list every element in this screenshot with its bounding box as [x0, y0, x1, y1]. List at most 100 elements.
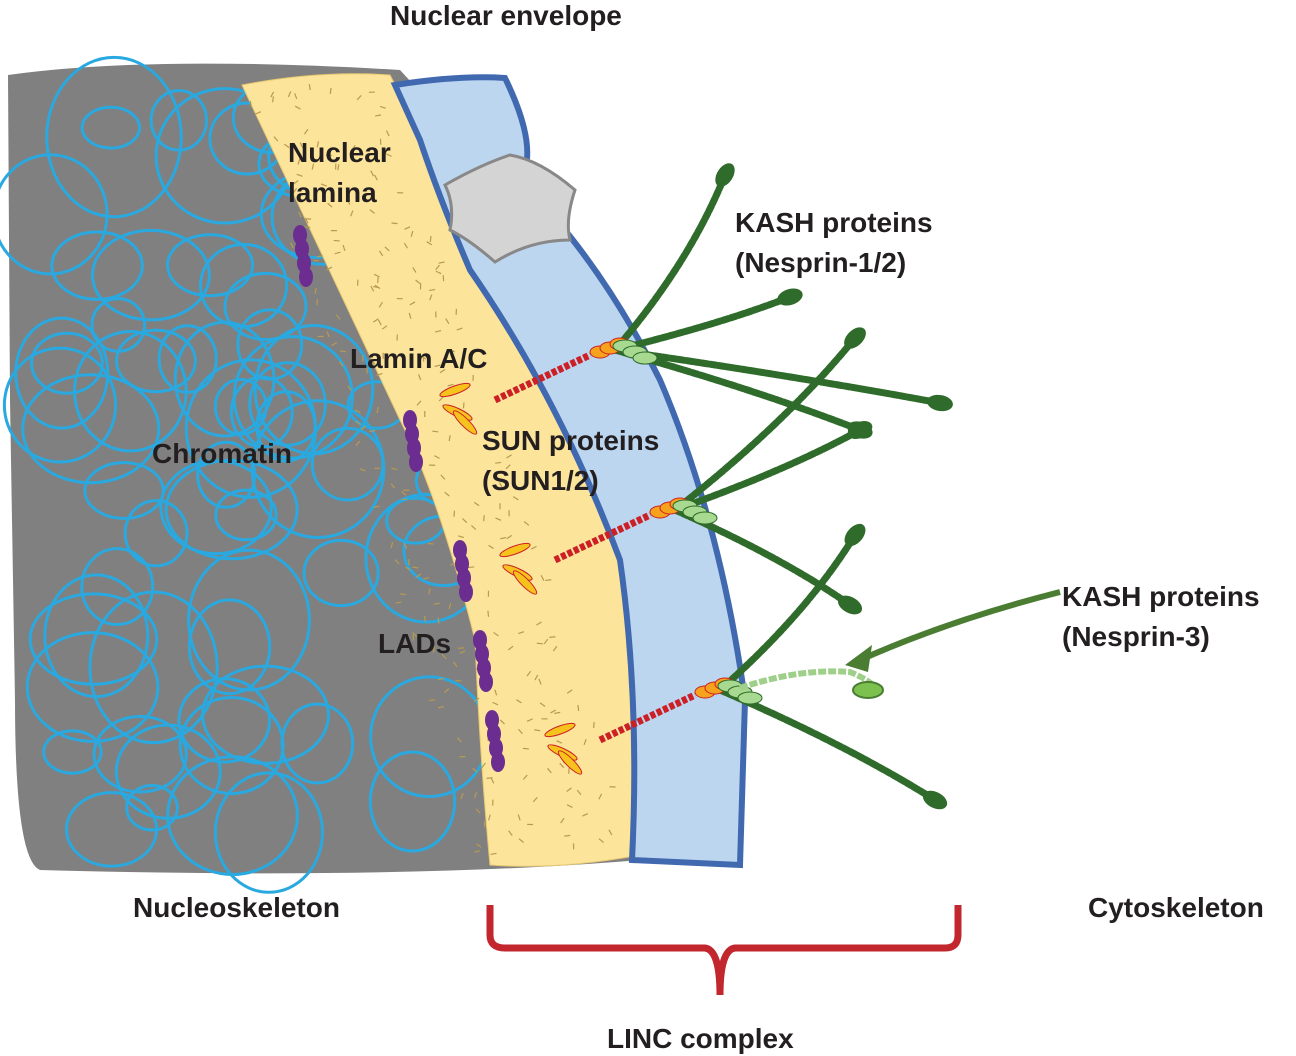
nesprin3-arrow — [858, 589, 1061, 663]
lamina-fiber — [400, 491, 407, 496]
chromatin-loop — [184, 358, 318, 499]
lamina-fiber — [487, 610, 490, 617]
label-sun-proteins-2: (SUN1/2) — [482, 465, 599, 496]
label-chromatin: Chromatin — [152, 438, 292, 469]
lamina-fiber — [534, 674, 539, 681]
chromatin-loop — [199, 242, 289, 329]
lamina-fiber — [339, 350, 347, 353]
kash-domain — [632, 351, 658, 365]
chromatin-loop — [123, 499, 189, 568]
lamina-fiber — [505, 464, 511, 470]
lamina-fiber — [440, 474, 446, 480]
lamina-fiber — [538, 678, 542, 685]
lamina-fiber — [316, 255, 323, 258]
lamina-fiber — [598, 838, 604, 844]
lamina-fiber — [320, 183, 327, 187]
chromatin-loop — [187, 598, 272, 696]
lamina-fiber — [506, 454, 512, 459]
lamina-fiber — [452, 661, 458, 668]
chromatin-loop — [42, 729, 103, 775]
kash-filament — [611, 293, 794, 354]
lamina-fiber — [435, 270, 442, 275]
lamina-fiber — [337, 164, 340, 171]
lamina-fiber — [347, 385, 353, 391]
nuclear-pore-complex — [443, 153, 577, 264]
lamina-fiber — [483, 515, 485, 522]
label-nucleoskeleton: Nucleoskeleton — [133, 892, 340, 923]
lamina-fiber — [311, 163, 315, 170]
lamina-fiber — [608, 829, 613, 836]
lamina-fiber — [273, 136, 279, 142]
label-nuclear-lamina-2: lamina — [288, 177, 377, 208]
lamina-fiber — [543, 638, 549, 645]
lamina-fiber — [429, 294, 433, 301]
kash-filament — [671, 334, 859, 514]
lamina-fiber — [566, 787, 572, 792]
lad-segment — [299, 267, 313, 287]
lamina-fiber — [459, 650, 466, 654]
lamina-fiber — [270, 91, 275, 98]
chromatin-loop — [125, 783, 179, 832]
lamina-fiber — [526, 670, 532, 677]
chromatin-loop — [21, 373, 161, 485]
lamina-fiber — [359, 468, 366, 472]
lamina-fiber — [297, 158, 301, 165]
lamina-fiber — [385, 153, 392, 157]
lamina-fiber — [391, 467, 398, 471]
lamina-fiber — [384, 246, 390, 252]
lamina-fiber — [355, 420, 361, 426]
lamina-fiber — [355, 440, 361, 447]
lamina-fiber — [432, 430, 439, 433]
kash-filament — [716, 686, 939, 804]
lamina-fiber — [495, 461, 502, 464]
lamina-fiber — [303, 128, 309, 135]
lamina-fiber — [394, 559, 400, 565]
lamina-fiber — [372, 318, 379, 323]
lamina-fiber — [490, 852, 497, 856]
lamina-fiber — [536, 642, 543, 645]
lamina-fiber — [507, 645, 514, 651]
lamina-fiber — [441, 653, 447, 660]
lamin-ac-fiber — [512, 570, 538, 595]
lamina-fiber — [556, 740, 563, 744]
sun-protein-stalk — [493, 351, 592, 404]
chromatin-loop — [83, 461, 165, 520]
lamina-fiber — [334, 251, 341, 255]
lamina-fiber — [566, 689, 573, 694]
chromatin-loop — [213, 771, 325, 894]
linc-bracket — [486, 905, 962, 996]
lamina-fiber — [375, 114, 382, 117]
chromatin-loop — [50, 230, 144, 301]
lamina-fiber — [508, 830, 513, 836]
lamina-fiber — [403, 542, 408, 549]
lamina-fiber — [290, 242, 294, 249]
lamina-fiber — [338, 361, 344, 367]
lamina-fiber — [304, 226, 311, 229]
lamina-fiber — [437, 705, 445, 709]
chromatin-loop — [229, 375, 294, 449]
chromatin-loop — [368, 750, 457, 853]
sun-protein-stalk — [598, 691, 697, 744]
lamina-fiber — [518, 631, 525, 635]
lamina-fiber — [530, 545, 537, 550]
lamina-fiber — [498, 482, 503, 489]
lamina-fiber — [499, 719, 505, 725]
lamina-fiber — [506, 534, 513, 540]
label-kash-nesprin3: KASH proteins — [1062, 581, 1260, 612]
lamina-fiber — [475, 808, 481, 814]
lamina-fiber — [373, 273, 380, 278]
lamina-fiber — [415, 279, 421, 285]
lamina-fiber — [560, 817, 565, 824]
lamina-fiber — [329, 87, 332, 94]
kash-end-domain — [844, 523, 866, 547]
lamina-fiber — [444, 688, 450, 694]
lamina-fiber — [536, 621, 542, 626]
lamina-fiber — [438, 396, 444, 402]
lamina-fiber — [378, 250, 384, 257]
lamina-fiber — [283, 143, 290, 149]
lamina-fiber — [401, 498, 408, 501]
lamina-fiber — [373, 505, 380, 509]
lamina-fiber — [487, 814, 491, 821]
lamina-fiber — [598, 793, 603, 800]
lamina-fiber — [577, 704, 580, 712]
